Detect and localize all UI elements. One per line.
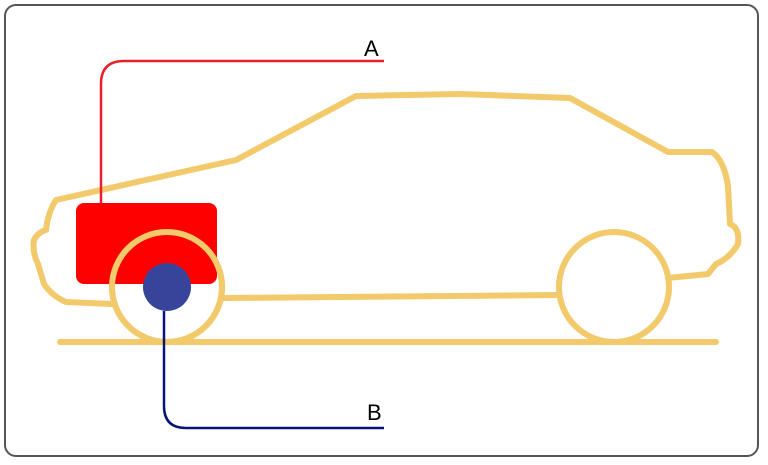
rear-wheel: [556, 229, 672, 345]
callout-b-line: [162, 311, 384, 430]
car-body-outline: [30, 91, 742, 307]
engine-block: [76, 203, 217, 284]
drive-hub: [143, 263, 191, 311]
callout-a-line: [99, 59, 384, 203]
front-wheel-overlay: [109, 229, 225, 345]
label-a: A: [364, 36, 379, 61]
label-b: B: [367, 400, 382, 425]
